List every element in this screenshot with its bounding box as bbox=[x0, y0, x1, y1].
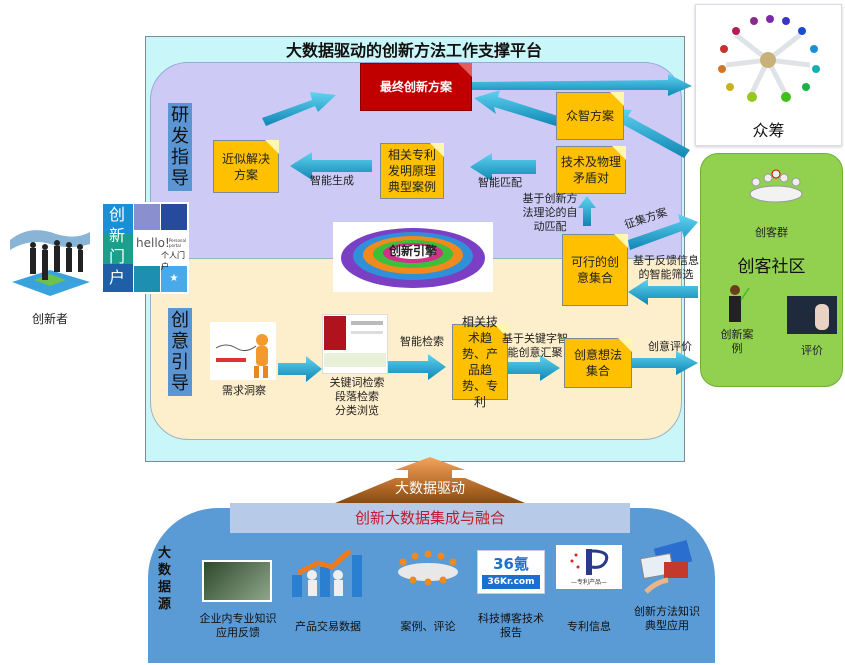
big-data-drive-arrow bbox=[335, 457, 525, 503]
contradiction-note: 技术及物理矛盾对 bbox=[556, 146, 626, 194]
platform-title: 大数据驱动的创新方法工作支撑平台 bbox=[285, 41, 542, 60]
presenter-icon bbox=[729, 285, 750, 322]
feasible-set-note: 可行的创意集合 bbox=[562, 234, 628, 306]
patent-p-icon bbox=[570, 549, 609, 575]
crowdfunding-panel: 众筹 bbox=[695, 4, 842, 146]
arrow-feasible-to-maker bbox=[628, 214, 698, 250]
demand-insight-image bbox=[210, 322, 276, 380]
arrow-final-to-crowdfunding bbox=[470, 74, 692, 96]
approx-solution-note: 近似解决方案 bbox=[213, 140, 279, 193]
patent-logo-sub: —专利产品— bbox=[570, 579, 607, 586]
portal-subtitle: Personal portal bbox=[169, 238, 187, 248]
people-circle-icon bbox=[718, 15, 820, 102]
trends-note: 相关技术趋势、产品趋势、专利 bbox=[452, 315, 508, 409]
review-image bbox=[787, 296, 837, 334]
crowdfunding-label: 众筹 bbox=[752, 121, 785, 140]
innovator-image bbox=[4, 220, 96, 300]
arrow-maker-to-feasible bbox=[628, 279, 698, 305]
fusion-banner: 创新大数据集成与融合 bbox=[230, 503, 630, 533]
source-label-cases: 案例、评论 bbox=[400, 620, 456, 633]
arrow-patent-to-approx bbox=[290, 152, 372, 180]
source-label-blog: 科技博客技术报告 bbox=[478, 612, 544, 639]
crowd-solution-note: 众智方案 bbox=[556, 92, 624, 140]
arrow-contradiction-to-patent bbox=[470, 153, 536, 181]
arrow-label-feedback: 基于反馈信息的智能筛选 bbox=[633, 254, 699, 281]
arrow-ideaset-to-maker bbox=[632, 351, 698, 375]
meeting-table-icon bbox=[749, 169, 803, 203]
source-label-patent: 专利信息 bbox=[567, 620, 611, 633]
handshake-growth-icon bbox=[292, 549, 362, 597]
portal-hello: hello! bbox=[136, 236, 170, 250]
arrow-search-to-trends bbox=[386, 354, 446, 380]
idea-zone-label: 创意引导 bbox=[168, 308, 192, 396]
arrow-demand-to-search bbox=[278, 356, 322, 382]
arrow-label-generate: 智能生成 bbox=[310, 174, 354, 187]
big-data-drive-label: 大数据驱动 bbox=[395, 481, 465, 497]
final-solution-note: 最终创新方案 bbox=[360, 63, 472, 111]
arrow-label-match: 智能匹配 bbox=[478, 176, 522, 189]
maker-community-panel: 创客群 创客社区 创新案例 评价 bbox=[700, 153, 843, 387]
arrow-label-smart-search: 智能检索 bbox=[400, 335, 444, 348]
arrow-feasible-to-contradiction bbox=[578, 196, 596, 226]
arrow-crowd-to-final bbox=[474, 90, 558, 126]
source-label-trade: 产品交易数据 bbox=[295, 620, 361, 633]
36kr-logo-icon: 36氪 36Kr.com bbox=[477, 550, 545, 594]
business-people-icon bbox=[10, 230, 90, 296]
mail-icon bbox=[161, 204, 187, 230]
source-label-method: 创新方法知识典型应用 bbox=[634, 605, 700, 632]
engineer-photo-icon bbox=[202, 560, 272, 602]
36kr-logo-sub: 36Kr.com bbox=[482, 575, 540, 589]
gear-icon bbox=[341, 228, 485, 288]
arrow-trends-to-ideaset bbox=[508, 355, 560, 381]
search-modes: 关键词检索 段落检索 分类浏览 bbox=[327, 376, 387, 418]
innovator-label: 创新者 bbox=[32, 312, 69, 326]
grid-icon bbox=[134, 204, 160, 230]
search-mode-paragraph: 段落检索 bbox=[335, 390, 379, 403]
maker-community-title: 创客社区 bbox=[737, 257, 806, 277]
portal-personal-label: 个人门户 bbox=[161, 251, 185, 271]
idea-set-note: 创意想法集合 bbox=[564, 338, 632, 388]
arrow-label-evaluate: 创意评价 bbox=[648, 340, 692, 353]
arrow-label-aggregate: 基于关键字智能创意汇聚 bbox=[502, 332, 568, 359]
demand-insight-label: 需求洞察 bbox=[222, 384, 266, 397]
search-mode-keyword: 关键词检索 bbox=[329, 376, 385, 389]
maker-cases-label: 创新案例 bbox=[720, 328, 754, 355]
engine-label: 创新引擎 bbox=[388, 244, 437, 258]
36kr-logo-text: 36氪 bbox=[493, 555, 529, 573]
arrow-approx-to-final bbox=[262, 92, 336, 126]
maker-review-label: 评价 bbox=[801, 344, 823, 357]
research-zone-label: 研发指导 bbox=[168, 103, 192, 191]
arrow-maker-to-crowd-solution bbox=[605, 108, 690, 158]
devices-touch-icon bbox=[639, 539, 693, 594]
patent-logo-icon: —专利产品— bbox=[556, 545, 622, 589]
search-mode-category: 分类浏览 bbox=[335, 404, 379, 417]
bigdata-side-label: 大数据源 bbox=[158, 546, 172, 612]
portal-title: 创新门户 bbox=[108, 205, 125, 287]
patent-cases-note: 相关专利发明原理典型案例 bbox=[380, 143, 444, 199]
user-icon bbox=[134, 266, 160, 292]
arrow-label-auto-match: 基于创新方法理论的自动匹配 bbox=[522, 192, 578, 233]
star-icon: ★ bbox=[161, 266, 187, 292]
meeting-table-icon bbox=[398, 550, 458, 586]
search-screenshot bbox=[322, 314, 388, 374]
source-label-enterprise: 企业内专业知识应用反馈 bbox=[199, 612, 277, 639]
maker-group-label: 创客群 bbox=[755, 226, 788, 239]
innovation-portal[interactable]: ★ 创新门户 hello! Personal portal 个人门户 bbox=[101, 202, 189, 294]
megaphone-person-icon bbox=[215, 334, 268, 378]
innovation-engine: 创新引擎 bbox=[333, 222, 493, 292]
